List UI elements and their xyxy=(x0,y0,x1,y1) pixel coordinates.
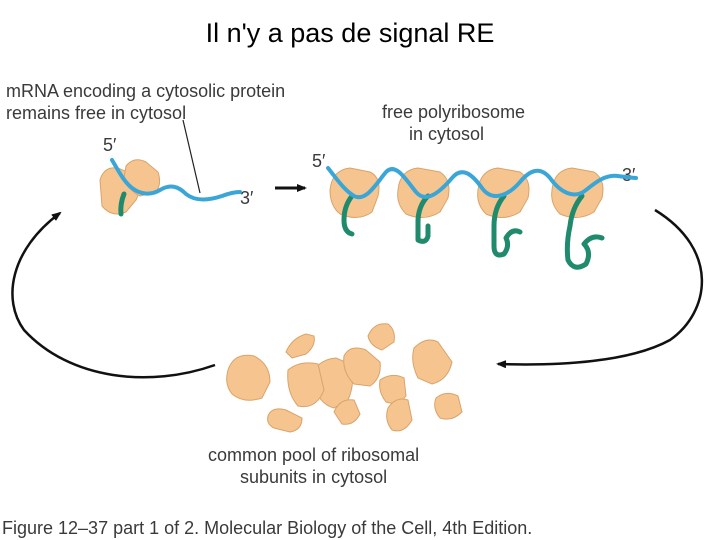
subunit-1 xyxy=(285,333,315,359)
subunit-2 xyxy=(367,323,395,351)
subunit-10 xyxy=(267,408,303,433)
three-prime-label-single: 3′ xyxy=(240,188,254,208)
subunit-pool-label-line1: common pool of ribosomal xyxy=(208,445,420,465)
subunit-pool-label-line2: subunits in cytosol xyxy=(240,467,388,487)
three-prime-label-poly: 3′ xyxy=(622,165,636,185)
slide-title: Il n'y a pas de signal RE xyxy=(205,18,495,48)
arrow-poly-to-pool xyxy=(496,208,704,369)
subunit-pool xyxy=(226,323,463,433)
mrna-pointer-line xyxy=(182,119,201,194)
subunit-5 xyxy=(343,347,381,387)
subunit-6 xyxy=(412,339,453,385)
mrna-strand-single xyxy=(110,158,242,202)
nascent-peptide-1 xyxy=(341,193,355,237)
mrna-label-line2: remains free in cytosol xyxy=(6,103,187,123)
arrow-pool-to-single xyxy=(11,211,216,379)
nascent-peptide-2 xyxy=(415,193,431,244)
subunit-12 xyxy=(434,392,463,420)
subunit-7 xyxy=(287,362,325,408)
subunit-11 xyxy=(386,398,413,432)
poly-ribosome-2 xyxy=(397,167,450,218)
mrna-label-line1: mRNA encoding a cytosolic protein xyxy=(6,81,286,101)
mrna-strand-poly xyxy=(326,166,638,200)
subunit-3 xyxy=(226,354,271,401)
nascent-peptide-single xyxy=(118,191,127,217)
five-prime-label-poly: 5′ xyxy=(312,151,326,171)
five-prime-label-single: 5′ xyxy=(103,135,117,155)
polyribosome-label: free polyribosome in cytosol xyxy=(382,101,525,145)
figure-caption: Figure 12–37 part 1 of 2. Molecular Biol… xyxy=(2,518,533,538)
polyribosome-label-line2: in cytosol xyxy=(409,124,485,144)
polyribosome-label-line1: free polyribosome xyxy=(382,102,526,122)
nascent-peptide-3 xyxy=(491,193,523,258)
poly-ribosome-1 xyxy=(329,167,380,218)
subunit-9 xyxy=(333,399,361,425)
subunit-pool-label: common pool of ribosomal subunits in cyt… xyxy=(208,444,419,488)
mrna-label: mRNA encoding a cytosolic protein remain… xyxy=(6,80,285,124)
nascent-peptide-4 xyxy=(564,193,605,270)
